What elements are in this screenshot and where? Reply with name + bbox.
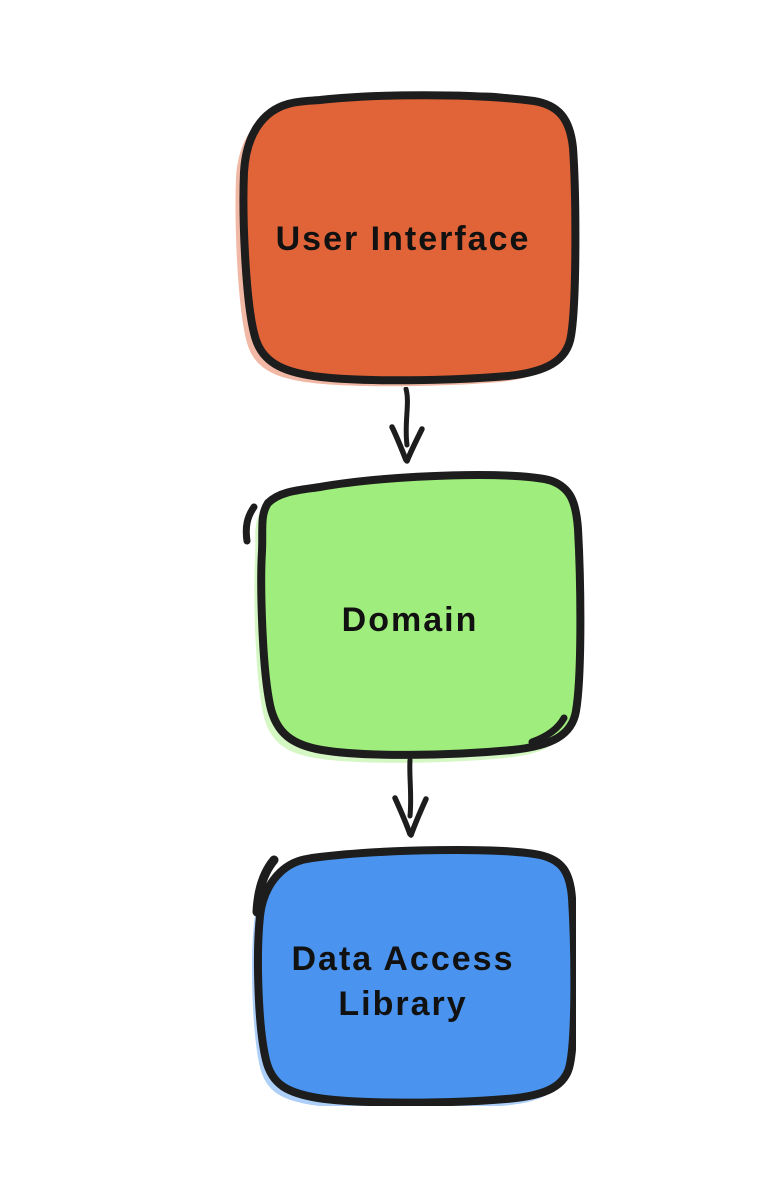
arrow-down-icon — [389, 386, 425, 464]
corner-hook-accent — [242, 503, 258, 545]
node-user-interface: User Interface — [224, 90, 582, 388]
node-label-domain: Domain — [341, 600, 479, 639]
corner-overlap-accent — [528, 714, 568, 746]
arrowhead-right — [408, 796, 429, 838]
node-domain: Domain — [234, 463, 586, 763]
arrow-domain-to-data-access — [388, 757, 432, 842]
arrow-stem — [407, 757, 414, 819]
sketch-box-green — [242, 471, 585, 763]
arrowhead-right — [404, 426, 425, 464]
arrow-ui-to-domain — [386, 386, 428, 469]
box-fill-outline — [239, 91, 580, 385]
arrow-down-icon — [392, 757, 429, 838]
sketch-box-orange — [235, 91, 580, 387]
corner-overshoot-accent — [252, 855, 279, 917]
ink-accent — [471, 92, 515, 102]
arrow-stem — [403, 386, 410, 448]
node-label-data-access-library: Data Access Library — [291, 940, 515, 1023]
arrowhead-left — [389, 424, 409, 463]
node-data-access-library: Data Access Library — [230, 842, 576, 1106]
box-fill-outline — [257, 471, 585, 759]
arrowhead-left — [392, 795, 413, 837]
node-label-user-interface: User Interface — [275, 219, 531, 258]
sketch-box-blue — [252, 845, 576, 1106]
